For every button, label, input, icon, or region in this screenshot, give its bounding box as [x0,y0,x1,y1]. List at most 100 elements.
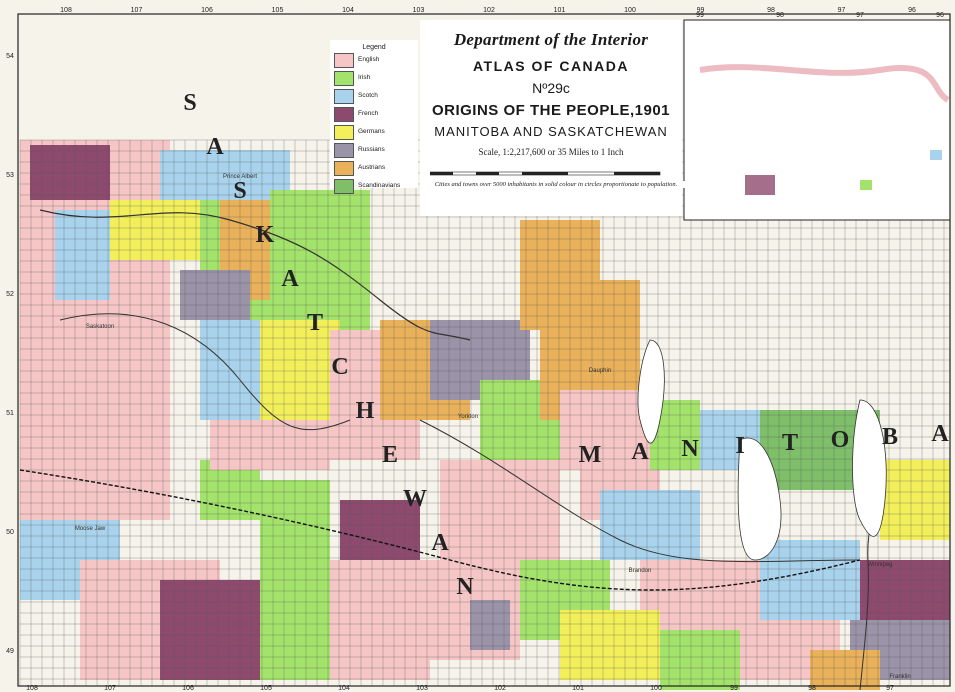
manitoba-letter: I [735,433,744,459]
note-text: Cities and towns over 5000 inhabitants i… [420,181,692,188]
legend-label: Germans [358,128,385,135]
saskatchewan-letter: S [183,90,196,116]
longitude-label: 96 [908,7,916,14]
scale-bar [430,171,661,176]
origin-block [180,270,250,320]
legend-swatch [334,143,354,158]
latitude-label: 54 [6,53,14,60]
longitude-label: 101 [572,685,584,692]
railway [19,469,861,591]
legend-item: Germans [330,125,418,141]
manitoba-letter: M [579,442,602,468]
manitoba-letter: O [831,427,850,453]
inset-longitude-label: 96 [936,12,944,19]
place-label: Franklin [889,674,910,680]
saskatchewan-letter: K [256,222,275,248]
legend-swatch [334,53,354,68]
legend-item: Russians [330,143,418,159]
longitude-label: 105 [272,7,284,14]
legend-swatch [334,71,354,86]
saskatchewan-letter: W [403,486,427,512]
atlas-title: ATLAS OF CANADA [472,58,629,74]
origin-block [660,630,740,690]
longitude-label: 104 [338,685,350,692]
manitoba-letter: A [631,439,649,465]
legend-title: Legend [362,44,386,51]
longitude-label: 102 [494,685,506,692]
legend-label: French [358,110,379,117]
latitude-label: 51 [6,410,14,417]
inset-map: 99 98 97 96 [683,12,951,221]
longitude-label: 103 [416,685,428,692]
legend-item: Scotch [330,89,418,105]
origin-block [340,500,420,560]
longitude-label: 105 [260,685,272,692]
place-label: Prince Albert [223,174,257,180]
assiniboine-river [419,419,861,563]
manitoba-letter: T [782,430,798,456]
legend-swatch [334,89,354,104]
provinces-title: MANITOBA AND SASKATCHEWAN [434,124,668,139]
lake-winnipeg [852,399,887,537]
longitude-label: 106 [182,685,194,692]
inset-longitude-label: 97 [856,12,864,19]
lakes-layer [637,339,887,561]
lake-winnipegosis [637,339,665,444]
origin-block [330,560,430,680]
legend-label: Scotch [358,92,378,99]
longitude-label: 104 [342,7,354,14]
longitude-label: 108 [26,685,38,692]
legend-swatch [334,161,354,176]
legend-swatch [334,125,354,140]
origin-block [440,460,560,560]
latitude-label: 53 [6,172,14,179]
inset-longitude-label: 99 [696,12,704,19]
legend-label: Austrians [358,164,386,171]
longitude-label: 101 [554,7,566,14]
legend-item: Irish [330,71,418,87]
saskatchewan-letter: N [456,574,474,600]
lake-manitoba [737,437,782,561]
longitude-label: 103 [413,7,425,14]
longitude-label: 98 [808,685,816,692]
saskatchewan-letter: C [331,354,348,380]
longitude-label: 97 [838,7,846,14]
origin-block [210,420,330,470]
saskatchewan-letter: H [356,398,375,424]
origin-block [270,190,370,330]
origin-block [560,610,660,680]
legend-item: Scandinavians [330,179,418,195]
longitude-label: 97 [886,685,894,692]
manitoba-letter: A [931,421,949,447]
origin-block [200,320,260,420]
latitude-label: 50 [6,529,14,536]
origin-block [160,580,260,680]
legend-item: English [330,53,418,69]
inset-longitude-label: 98 [776,12,784,19]
legend-item: Austrians [330,161,418,177]
origin-block [880,460,950,540]
department-title: Department of the Interior [453,30,649,49]
latitude-label: 52 [6,291,14,298]
longitude-label: 99 [730,685,738,692]
origin-block [30,145,110,200]
saskatchewan-letter: A [281,266,299,292]
subject-title: ORIGINS OF THE PEOPLE,1901 [431,102,671,119]
legend-label: Russians [358,146,385,153]
south-saskatchewan-river [59,313,351,431]
place-label: Brandon [629,568,652,574]
saskatchewan-letter: E [382,442,398,468]
legend-label: Scandinavians [358,182,401,189]
place-label: Winnipeg [867,562,892,568]
place-label: Dauphin [589,368,611,374]
origin-block [55,210,110,300]
saskatchewan-letter: A [431,530,449,556]
saskatchewan-river [39,209,471,341]
longitude-label: 107 [104,685,116,692]
